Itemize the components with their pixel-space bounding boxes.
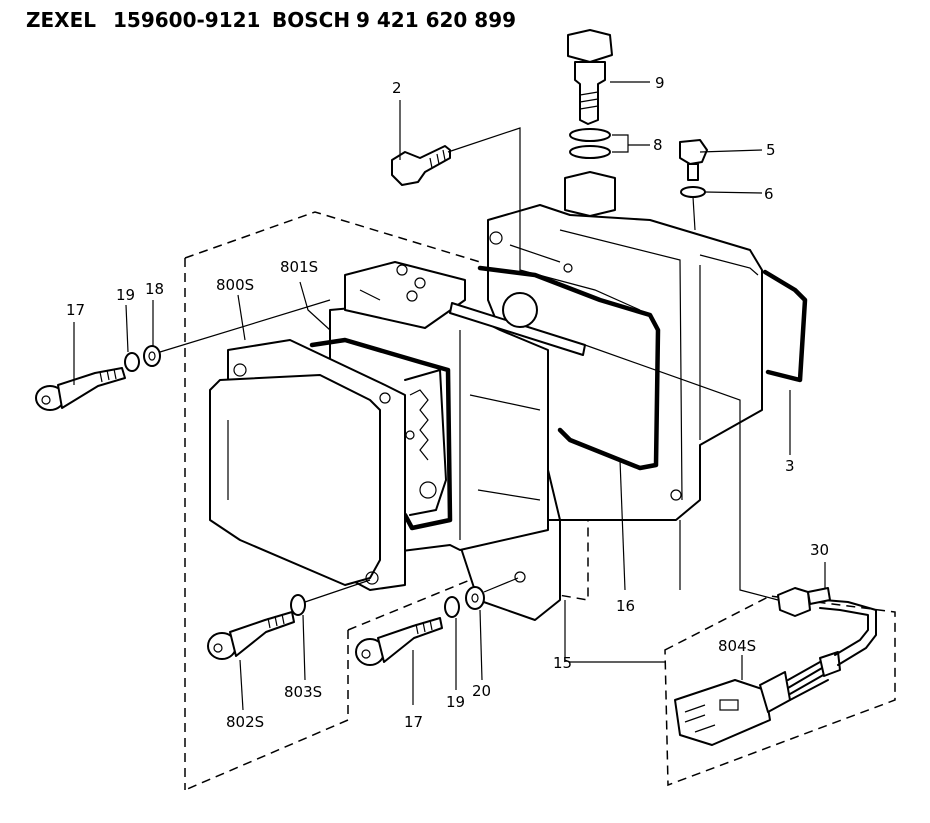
callout-801s: 801S	[280, 258, 318, 276]
callout-800s: 800S	[216, 276, 254, 294]
top-block	[344, 261, 466, 329]
callout-6: 6	[764, 185, 774, 203]
header-part-number-zexel: 159600-9121	[113, 8, 260, 32]
washer-19-lower	[444, 596, 460, 618]
callout-20: 20	[472, 682, 491, 700]
harness-connector-804s	[674, 599, 877, 746]
assembly-boundary-harness	[664, 595, 896, 787]
washer-803s	[290, 594, 306, 616]
header-part-number-bosch: 9 421 620 899	[356, 8, 516, 32]
leader-lines	[73, 81, 826, 711]
bolt-17-lower	[355, 617, 443, 666]
callout-19-lower: 19	[446, 693, 465, 711]
callout-30: 30	[810, 541, 829, 559]
housing-nut	[564, 171, 616, 217]
bolt-802s	[207, 611, 295, 660]
callout-2: 2	[392, 79, 402, 97]
washer-20	[465, 586, 485, 610]
bolt-2	[391, 127, 521, 275]
callout-802s: 802S	[226, 713, 264, 731]
gasket-16	[477, 265, 661, 471]
callout-16: 16	[616, 597, 635, 615]
callout-15: 15	[553, 654, 572, 672]
cover-800s	[209, 339, 406, 591]
callout-18: 18	[145, 280, 164, 298]
callout-19-upper: 19	[116, 286, 135, 304]
callout-8: 8	[653, 136, 663, 154]
washer-19-upper	[124, 352, 140, 372]
callout-3: 3	[785, 457, 795, 475]
gasket-801s	[309, 337, 453, 531]
banjo-bolt-9	[567, 29, 613, 125]
header-maker-zexel: ZEXEL	[26, 8, 96, 32]
shaft-rod	[449, 292, 586, 356]
callout-804s: 804S	[718, 637, 756, 655]
washer-6	[680, 186, 706, 231]
gasket-3	[762, 269, 808, 383]
callout-803s: 803S	[284, 683, 322, 701]
callout-17-lower: 17	[404, 713, 423, 731]
callout-9: 9	[655, 74, 665, 92]
callout-17-upper: 17	[66, 301, 85, 319]
washer-18	[143, 345, 161, 367]
header-maker-bosch: BOSCH	[272, 8, 350, 32]
plug-30	[739, 560, 831, 617]
bolt-17-upper	[35, 367, 126, 411]
screw-5	[679, 139, 708, 181]
callout-5: 5	[766, 141, 776, 159]
washers-8	[569, 128, 611, 159]
